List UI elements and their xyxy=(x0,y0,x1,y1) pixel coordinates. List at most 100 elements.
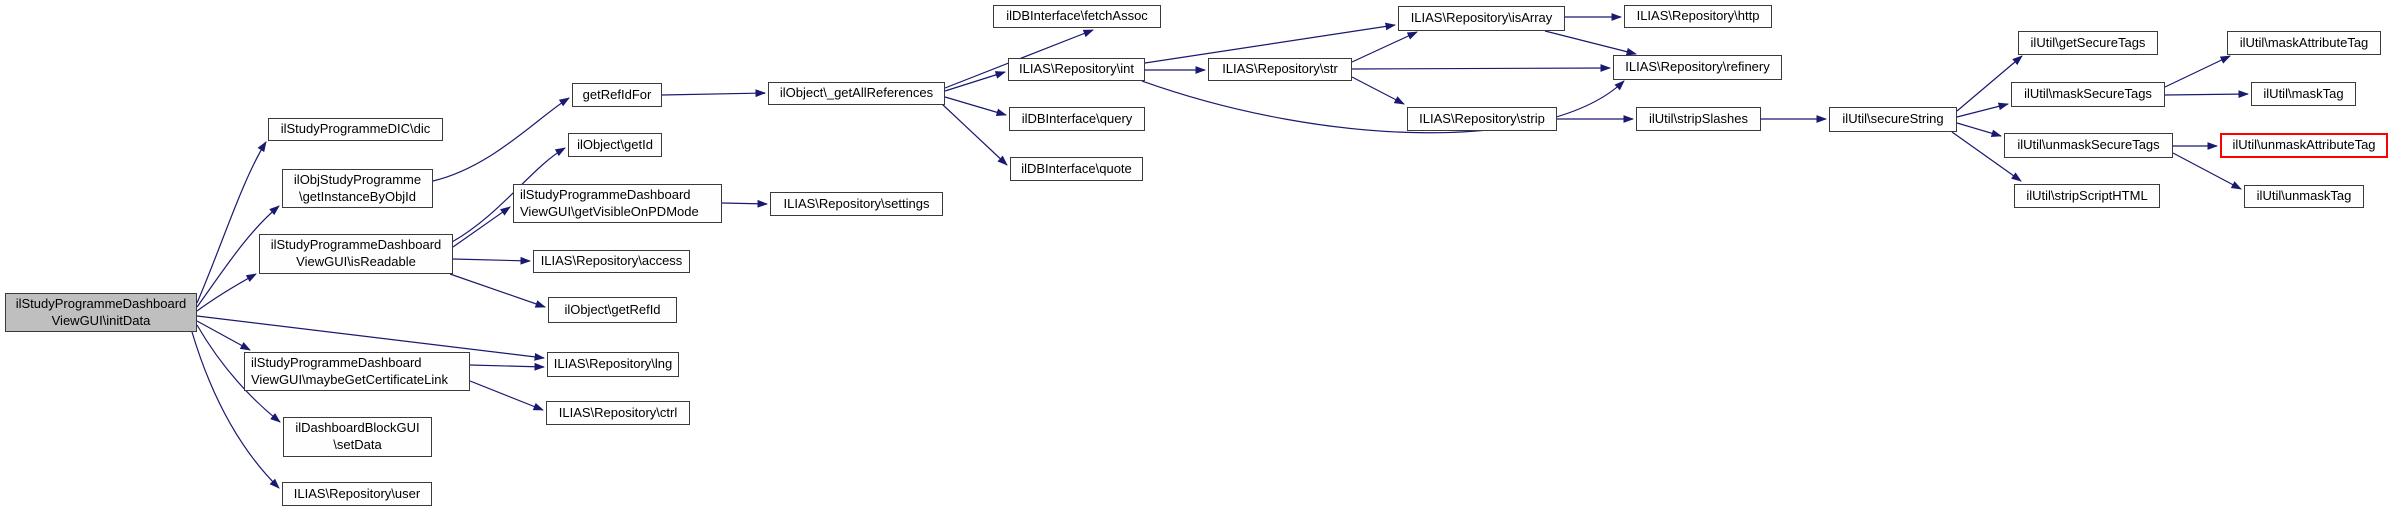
node-int[interactable]: ILIAS\Repository\int xyxy=(1008,58,1145,81)
edge-secure-string-to-get-secure-tags xyxy=(1956,55,2023,112)
node-label: ilObject\_getAllReferences xyxy=(779,85,934,101)
node-label: ilObject\getRefId xyxy=(564,301,661,317)
node-label: ILIAS\Repository\access xyxy=(540,253,683,269)
edge-str-to-strip xyxy=(1351,76,1405,105)
node-quote[interactable]: ilDBInterface\quote xyxy=(1010,157,1143,181)
node-label: ilUtil\secureString xyxy=(1842,111,1944,127)
node-label: ilUtil\getSecureTags xyxy=(2030,34,2146,50)
node-get-secure-tags[interactable]: ilUtil\getSecureTags xyxy=(2018,31,2158,55)
edge-maybe-get-certificate-link-to-lng xyxy=(469,362,545,371)
edge-init-data-to-lng xyxy=(196,315,545,361)
node-label: ilUtil\maskTag xyxy=(2263,85,2344,101)
node-mask-tag[interactable]: ilUtil\maskTag xyxy=(2251,82,2356,106)
edge-int-to-is-array xyxy=(1144,22,1396,64)
node-query[interactable]: ilDBInterface\query xyxy=(1009,107,1145,131)
node-get-ref-id-for[interactable]: getRefIdFor xyxy=(572,83,662,107)
node-label: ILIAS\Repository\user xyxy=(293,485,421,501)
node-label: ILIAS\Repository\settings xyxy=(783,195,930,211)
edge-get-visible-on-pd-mode-to-settings xyxy=(721,199,768,208)
node-strip-slashes[interactable]: ilUtil\stripSlashes xyxy=(1636,107,1761,131)
node-label: ILIAS\Repository\ctrl xyxy=(558,404,678,420)
edge-secure-string-to-strip-script-html xyxy=(1951,131,2022,182)
node-set-data[interactable]: ilDashboardBlockGUI\setData xyxy=(283,417,432,457)
node-label: ilStudyProgrammeDashboard xyxy=(15,295,187,311)
node-label: \getInstanceByObjId xyxy=(298,188,417,204)
node-settings[interactable]: ILIAS\Repository\settings xyxy=(770,192,943,216)
node-label: ilStudyProgrammeDashboard xyxy=(270,237,442,253)
node-label: ilUtil\stripSlashes xyxy=(1649,110,1748,126)
edge-unmask-secure-tags-to-unmask-tag xyxy=(2172,152,2242,190)
edge-maybe-get-certificate-link-to-ctrl xyxy=(469,380,544,411)
edge-get-ref-id-for-to-get-all-references xyxy=(661,89,766,98)
node-ctrl[interactable]: ILIAS\Repository\ctrl xyxy=(546,401,690,425)
edge-is-array-to-refinery xyxy=(1544,30,1637,56)
node-label: ILIAS\Repository\strip xyxy=(1419,110,1545,126)
node-label: ILIAS\Repository\isArray xyxy=(1410,10,1553,26)
node-get-ref-id[interactable]: ilObject\getRefId xyxy=(548,297,677,323)
node-label: ViewGUI\getVisibleOnPDMode xyxy=(520,203,699,219)
node-label: ilDBInterface\quote xyxy=(1021,160,1132,176)
edge-init-data-to-user xyxy=(191,331,280,489)
node-label: ilUtil\stripScriptHTML xyxy=(2026,187,2148,203)
node-fetch-assoc[interactable]: ilDBInterface\fetchAssoc xyxy=(993,5,1161,28)
edge-secure-string-to-unmask-secure-tags xyxy=(1956,122,2002,138)
node-label: ilStudyProgrammeDashboard xyxy=(520,186,691,202)
node-is-array[interactable]: ILIAS\Repository\isArray xyxy=(1398,6,1565,31)
node-mask-secure-tags[interactable]: ilUtil\maskSecureTags xyxy=(2011,82,2165,107)
edge-init-data-to-get-instance-by-obj-id xyxy=(196,205,280,308)
node-mask-attribute-tag[interactable]: ilUtil\maskAttributeTag xyxy=(2227,31,2381,55)
node-label: ilObjStudyProgramme xyxy=(293,171,422,187)
node-label: ilUtil\unmaskAttributeTag xyxy=(2232,137,2376,153)
edge-get-instance-by-obj-id-to-get-ref-id-for xyxy=(432,97,570,182)
node-unmask-tag[interactable]: ilUtil\unmaskTag xyxy=(2244,185,2364,208)
node-label: ilUtil\maskSecureTags xyxy=(2024,86,2152,102)
node-get-id[interactable]: ilObject\getId xyxy=(568,133,662,157)
node-label: ilDashboardBlockGUI xyxy=(295,420,420,436)
node-user[interactable]: ILIAS\Repository\user xyxy=(282,482,432,506)
edge-mask-secure-tags-to-mask-tag xyxy=(2164,90,2249,99)
node-label: ilUtil\unmaskTag xyxy=(2256,188,2352,204)
edge-is-readable-to-access xyxy=(452,256,531,265)
edge-get-all-references-to-int xyxy=(944,71,1006,92)
edge-is-readable-to-get-ref-id xyxy=(449,273,546,308)
node-access[interactable]: ILIAS\Repository\access xyxy=(533,250,690,273)
edge-mask-secure-tags-to-mask-attribute-tag xyxy=(2164,55,2231,88)
node-label: ilDBInterface\query xyxy=(1021,110,1133,126)
node-label: getRefIdFor xyxy=(582,86,652,102)
edge-str-to-is-array xyxy=(1351,31,1418,63)
node-label: ILIAS\Repository\http xyxy=(1636,8,1760,24)
edge-get-all-references-to-quote xyxy=(941,103,1008,166)
node-strip[interactable]: ILIAS\Repository\strip xyxy=(1407,107,1557,131)
node-label: ilStudyProgrammeDashboard xyxy=(251,354,422,370)
node-label: ViewGUI\maybeGetCertificateLink xyxy=(251,371,449,387)
node-get-instance-by-obj-id[interactable]: ilObjStudyProgramme\getInstanceByObjId xyxy=(282,169,433,208)
node-str[interactable]: ILIAS\Repository\str xyxy=(1208,58,1352,81)
node-http[interactable]: ILIAS\Repository\http xyxy=(1624,5,1772,28)
edge-is-readable-to-get-visible-on-pd-mode xyxy=(452,206,511,248)
edge-str-to-refinery xyxy=(1351,64,1611,72)
node-unmask-secure-tags[interactable]: ilUtil\unmaskSecureTags xyxy=(2004,133,2173,158)
node-label: ViewGUI\initData xyxy=(51,312,151,328)
node-lng[interactable]: ILIAS\Repository\lng xyxy=(547,352,679,377)
node-label: ILIAS\Repository\str xyxy=(1222,61,1338,77)
node-refinery[interactable]: ILIAS\Repository\refinery xyxy=(1613,55,1782,80)
edge-init-data-to-is-readable xyxy=(196,273,257,312)
edge-init-data-to-set-data xyxy=(196,324,281,423)
node-label: ILIAS\Repository\refinery xyxy=(1625,59,1770,75)
node-label: ilUtil\maskAttributeTag xyxy=(2239,34,2369,50)
edge-init-data-to-dic xyxy=(196,141,267,304)
node-strip-script-html[interactable]: ilUtil\stripScriptHTML xyxy=(2014,184,2160,208)
node-secure-string[interactable]: ilUtil\secureString xyxy=(1829,107,1957,132)
node-dic[interactable]: ilStudyProgrammeDIC\dic xyxy=(268,118,443,141)
node-unmask-attribute-tag[interactable]: ilUtil\unmaskAttributeTag xyxy=(2220,133,2388,158)
node-get-all-references[interactable]: ilObject\_getAllReferences xyxy=(768,82,945,105)
edge-int-to-refinery xyxy=(1141,80,1625,134)
edge-get-all-references-to-query xyxy=(944,96,1007,117)
node-label: \setData xyxy=(333,437,382,452)
node-label: ilStudyProgrammeDIC\dic xyxy=(280,121,431,137)
